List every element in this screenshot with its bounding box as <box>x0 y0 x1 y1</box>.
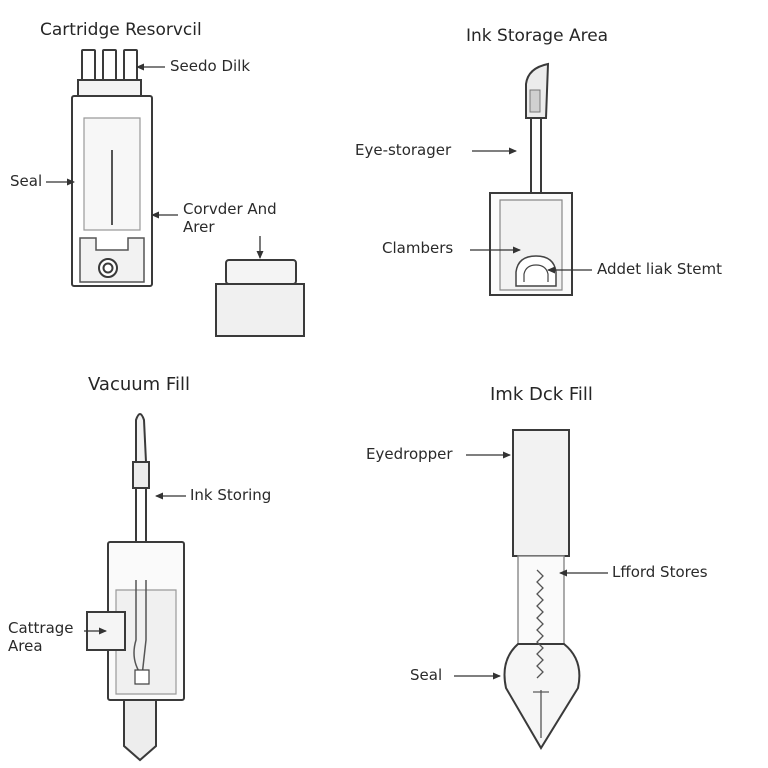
ink-dock-fill-arrows <box>454 451 608 680</box>
vacuum-fill-storing-label: Ink Storing <box>190 486 272 504</box>
ink-storage-eye-label: Eye-storager <box>355 141 452 159</box>
cartridge-top-label: Seedo Dilk <box>170 57 251 75</box>
ink-storage-chambers-label: Clambers <box>382 239 454 257</box>
ink-storage-title: Ink Storage Area <box>466 26 609 46</box>
vacuum-fill-area-label-line1: Cattrage <box>8 619 74 637</box>
vacuum-fill-title: Vacuum Fill <box>88 374 190 395</box>
ink-storage-illustration <box>490 64 572 295</box>
cartridge-illustration <box>72 50 304 336</box>
ink-dock-fill-illustration <box>505 430 580 748</box>
cartridge-arrows <box>46 63 264 259</box>
ink-dock-fill-seal-label: Seal <box>410 666 443 684</box>
cartridge-seal-label: Seal <box>10 172 43 190</box>
cartridge-middle-label-line2: Arer <box>183 218 215 236</box>
ink-dock-fill-stores-label: Lfford Stores <box>612 563 708 581</box>
vacuum-fill-area-label-line2: Area <box>8 637 43 655</box>
cartridge-middle-label-line1: Corvder And <box>183 200 277 218</box>
vacuum-fill-illustration <box>87 414 184 760</box>
ink-storage-arrows <box>470 147 592 274</box>
ink-dock-fill-eyedropper-label: Eyedropper <box>366 445 453 463</box>
ink-dock-fill-title: Imk Dck Fill <box>490 384 593 405</box>
cartridge-title: Cartridge Resorvcil <box>40 20 202 40</box>
vacuum-fill-arrows <box>84 492 186 635</box>
ink-storage-adder-label: Addet liak Stemt <box>597 260 723 278</box>
